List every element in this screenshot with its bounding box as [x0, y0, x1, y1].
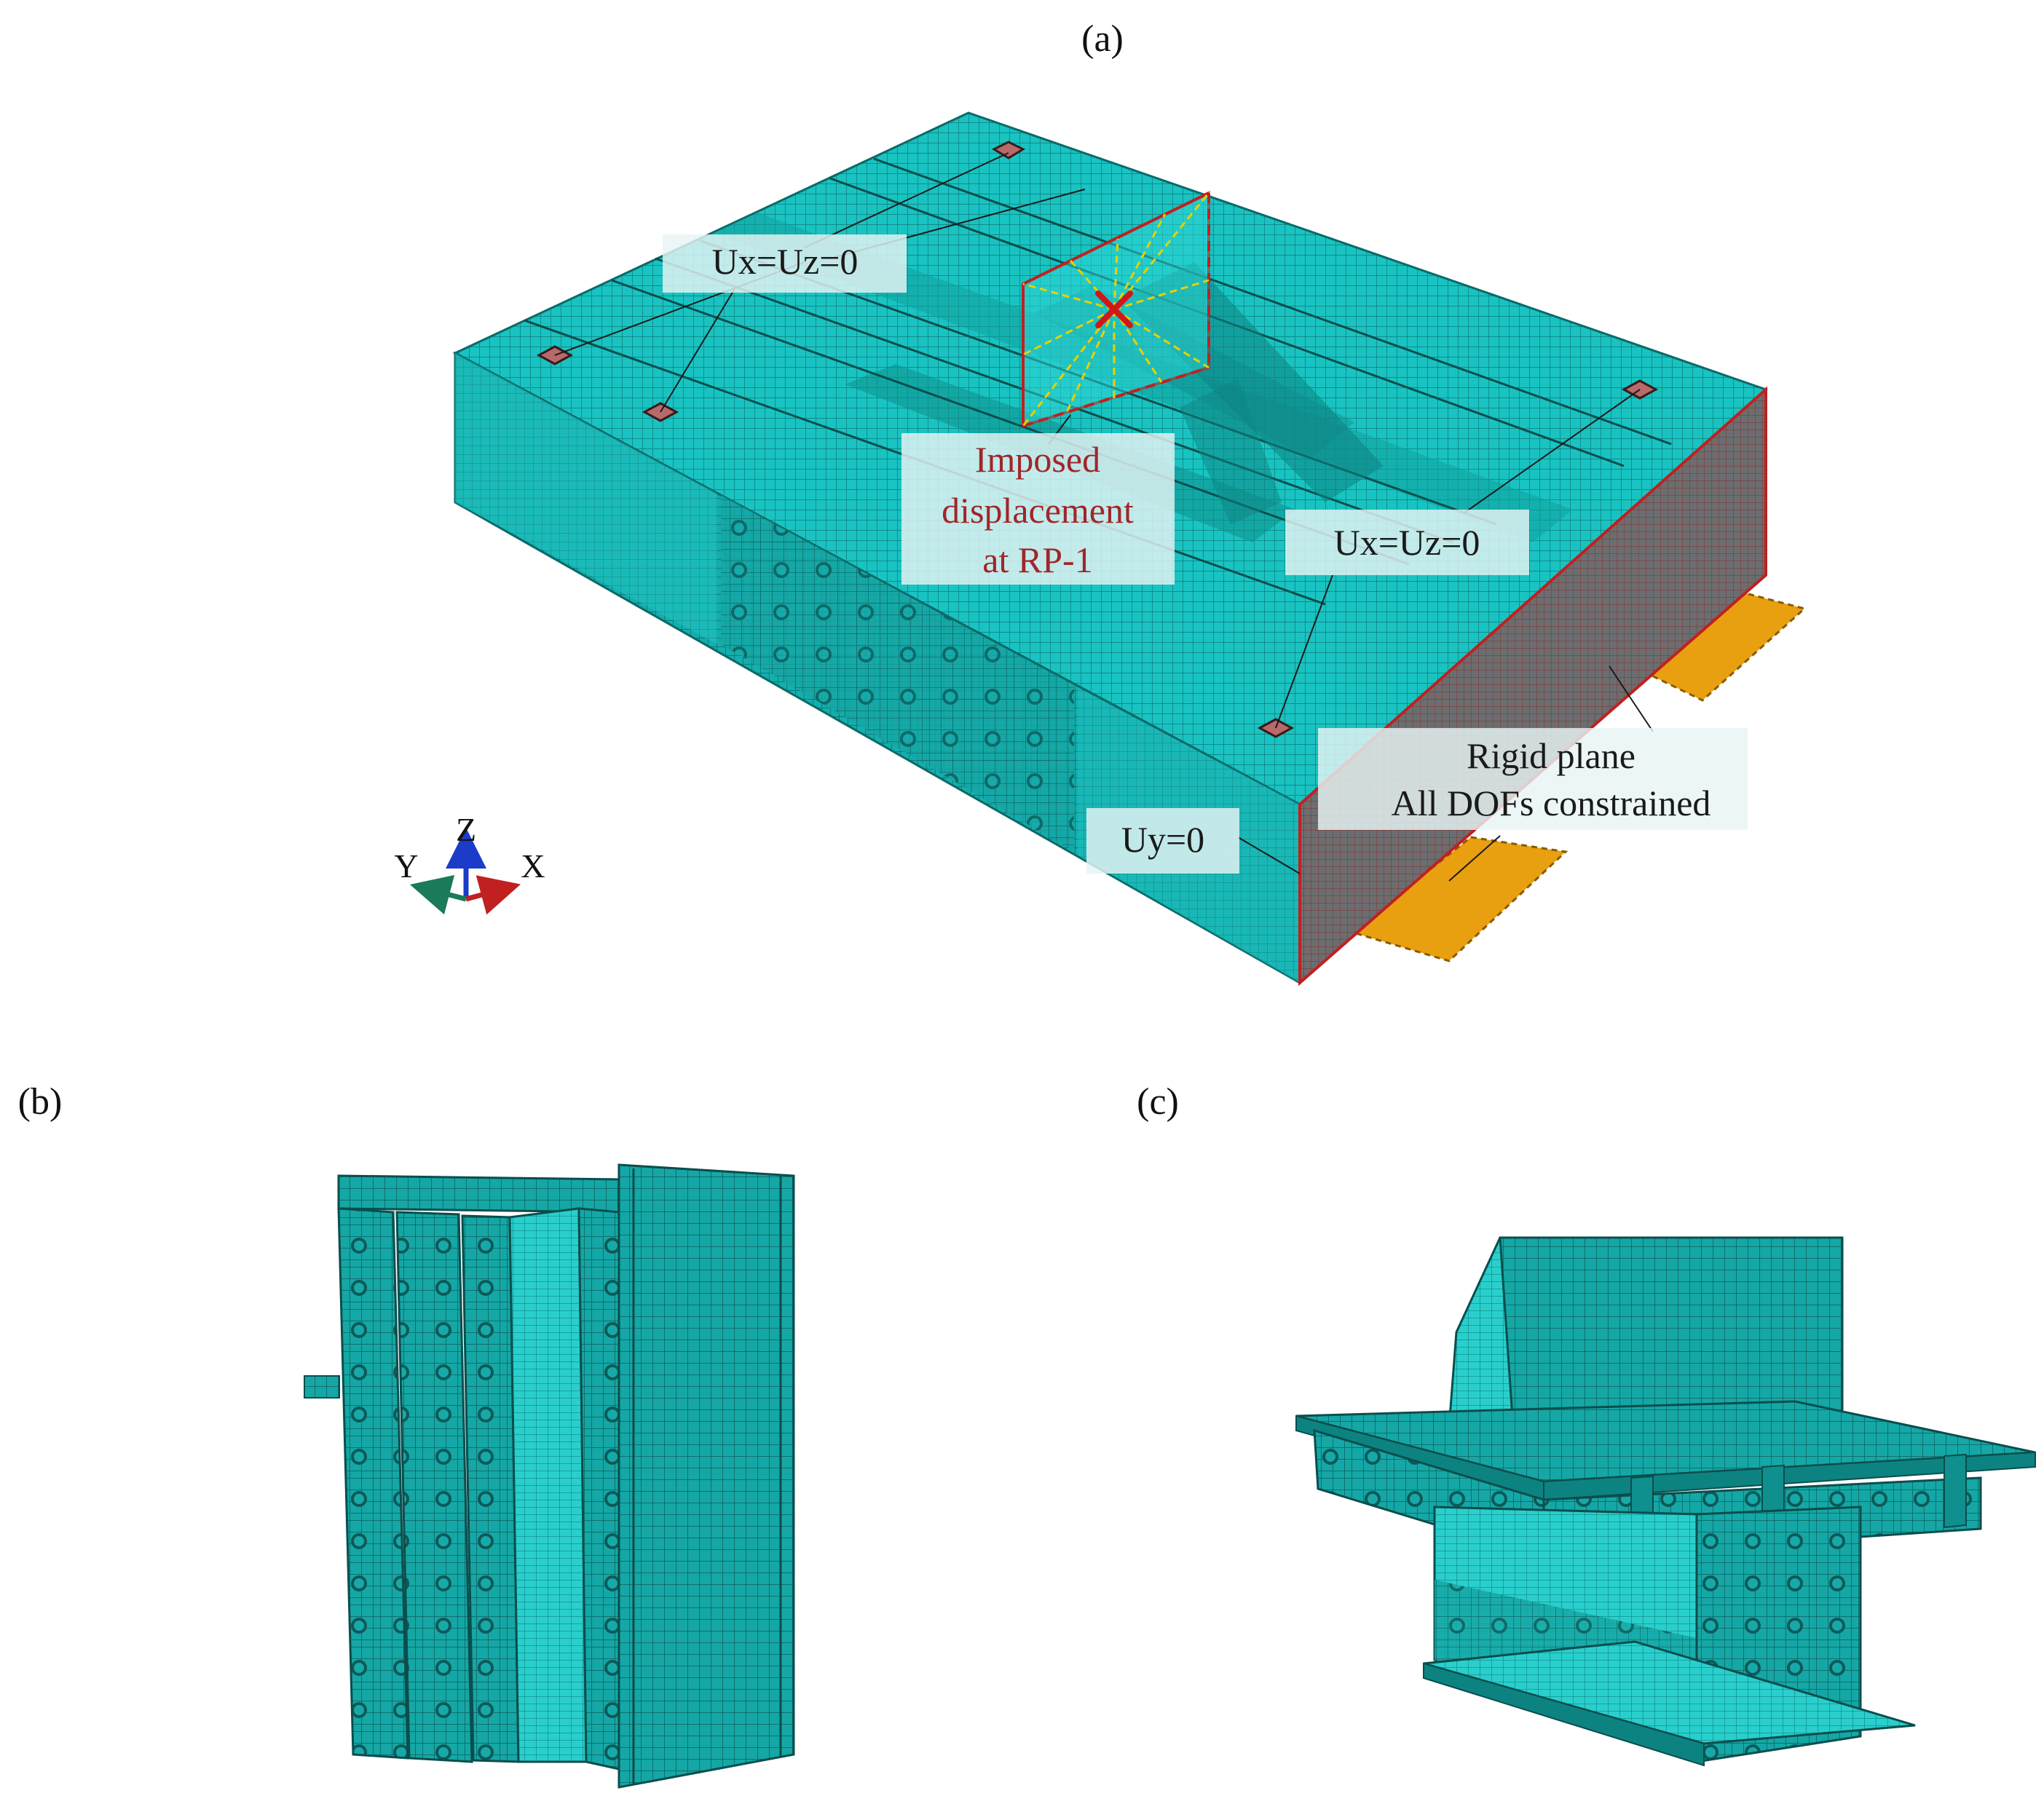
panel-label-a: (a) [1081, 18, 1124, 60]
axis-triad: Z Y X [394, 811, 545, 915]
web-plate-b-1 [337, 1207, 409, 1760]
axis-y-label: Y [394, 847, 418, 885]
axis-x-label: X [521, 847, 545, 885]
panel-label-b: (b) [18, 1081, 63, 1123]
panel-c-model [1295, 1236, 2036, 1767]
panel-b-model [304, 1163, 795, 1789]
rp1-loading-frame [1022, 190, 1210, 428]
label-box-imposed [901, 433, 1175, 585]
label-box-uy [1086, 808, 1239, 874]
front-plate-b [617, 1163, 795, 1789]
imposed-label-line2: displacement [942, 490, 1134, 531]
web-plate-b-2 [395, 1211, 473, 1763]
axis-z-label: Z [456, 811, 476, 848]
uy-label: Uy=0 [1121, 819, 1204, 860]
label-box-bc-top [663, 234, 907, 293]
bc-top-label: Ux=Uz=0 [712, 241, 859, 282]
rigid-label-line1: Rigid plane [1467, 735, 1635, 776]
panel-label-c: (c) [1137, 1081, 1179, 1123]
imposed-label-line3: at RP-1 [982, 539, 1092, 580]
label-box-bc-right [1285, 510, 1529, 575]
imposed-label-line1: Imposed [975, 439, 1100, 480]
panel-a-model: Ux=Uz=0 Imposed displacement at RP-1 Ux=… [394, 111, 1807, 986]
rigid-label-line2: All DOFs constrained [1392, 783, 1711, 823]
bolt-hole-region-a [721, 495, 1074, 852]
label-box-rigid [1318, 728, 1748, 830]
center-plate-b [508, 1207, 588, 1763]
slab-right-face [1298, 386, 1767, 986]
stub-plate [304, 1375, 340, 1399]
bc-right-label: Ux=Uz=0 [1334, 522, 1480, 563]
